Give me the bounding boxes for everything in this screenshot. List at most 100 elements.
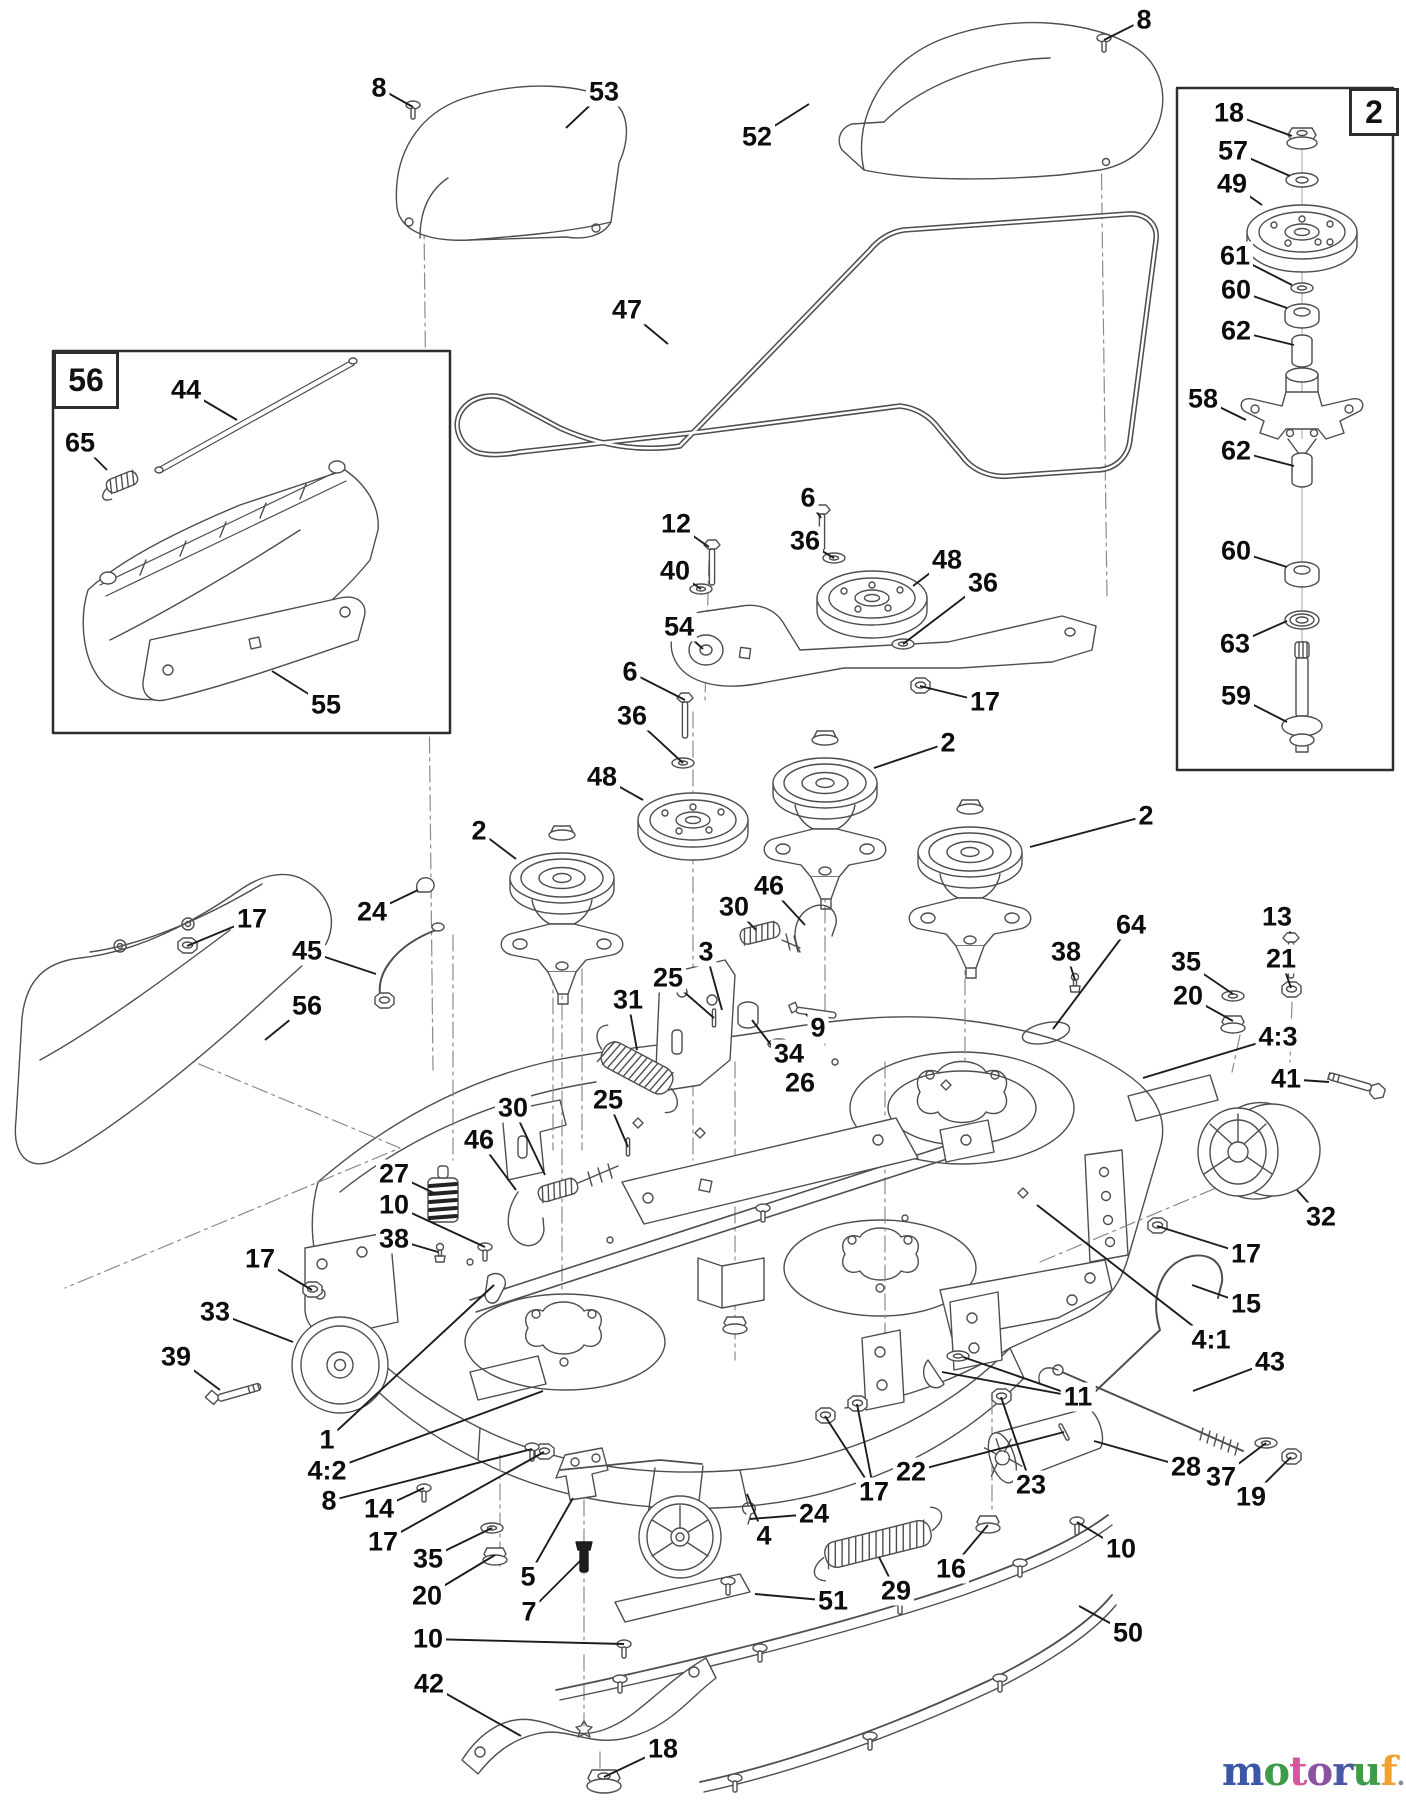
inset-56-label: 56 <box>53 351 119 409</box>
part-callout-60: 60 <box>1217 275 1255 305</box>
part-callout-9: 9 <box>807 1013 829 1043</box>
part-callout-4-3: 4:3 <box>1255 1022 1301 1052</box>
part-callout-51: 51 <box>814 1586 852 1616</box>
damper-and-fittings <box>427 972 1081 1263</box>
watermark-letter: o <box>1263 1748 1290 1795</box>
part-callout-38: 38 <box>1047 937 1085 967</box>
part-callout-10: 10 <box>409 1624 447 1654</box>
idler-bracket-assembly <box>507 904 837 1247</box>
watermark-letter: f <box>1380 1748 1397 1795</box>
part-callout-26: 26 <box>781 1068 819 1098</box>
deck-decal <box>1127 1074 1219 1122</box>
watermark: motoruf.de <box>1222 1748 1406 1795</box>
drive-belt <box>454 211 1159 480</box>
deck-hole-64 <box>1021 1021 1071 1045</box>
part-callout-17: 17 <box>1227 1239 1265 1269</box>
part-callout-24: 24 <box>795 1499 833 1529</box>
part-callout-8: 8 <box>1133 5 1155 35</box>
part-callout-17: 17 <box>241 1244 279 1274</box>
part-callout-17: 17 <box>855 1477 893 1507</box>
part-callout-27: 27 <box>375 1159 413 1189</box>
part-callout-33: 33 <box>196 1297 234 1327</box>
part-callout-2: 2 <box>937 728 959 758</box>
part-callout-54: 54 <box>660 612 698 642</box>
part-callout-22: 22 <box>892 1457 930 1487</box>
part-callout-6: 6 <box>797 483 819 513</box>
part-callout-34: 34 <box>770 1039 808 1069</box>
part-callout-18: 18 <box>644 1734 682 1764</box>
part-callout-23: 23 <box>1012 1470 1050 1500</box>
part-callout-59: 59 <box>1217 681 1255 711</box>
part-callout-41: 41 <box>1267 1064 1305 1094</box>
part-callout-36: 36 <box>786 526 824 556</box>
part-callout-16: 16 <box>932 1554 970 1584</box>
part-callout-14: 14 <box>360 1494 398 1524</box>
part-callout-44: 44 <box>167 375 205 405</box>
part-callout-47: 47 <box>608 295 646 325</box>
watermark-letter: o <box>1306 1748 1334 1795</box>
part-callout-29: 29 <box>877 1576 915 1606</box>
discharge-deflector <box>14 873 445 1165</box>
caster-and-bottom-hardware <box>416 1442 1117 1794</box>
part-callout-58: 58 <box>1184 384 1222 414</box>
watermark-letter: u <box>1352 1748 1381 1795</box>
watermark-letter: t <box>1289 1748 1308 1795</box>
deck-spindle-pockets <box>464 1051 1075 1391</box>
part-callout-50: 50 <box>1109 1618 1147 1648</box>
part-callout-36: 36 <box>613 701 651 731</box>
deck-decal <box>469 1355 547 1401</box>
part-callout-5: 5 <box>517 1562 539 1592</box>
part-callout-53: 53 <box>585 77 623 107</box>
part-callout-28: 28 <box>1167 1452 1205 1482</box>
part-callout-4: 4 <box>753 1521 775 1551</box>
wheel-bracket-right <box>1084 1149 1129 1263</box>
part-callout-17: 17 <box>966 687 1004 717</box>
part-callout-48: 48 <box>928 545 966 575</box>
part-callout-2: 2 <box>1135 801 1157 831</box>
part-callout-1: 1 <box>316 1425 338 1455</box>
part-callout-65: 65 <box>61 428 99 458</box>
part-callout-11: 11 <box>1060 1382 1096 1412</box>
part-callout-31: 31 <box>609 985 647 1015</box>
part-callout-4-1: 4:1 <box>1188 1325 1234 1355</box>
part-callout-3: 3 <box>695 937 717 967</box>
part-callout-17: 17 <box>364 1527 402 1557</box>
part-callout-42: 42 <box>410 1669 448 1699</box>
part-callout-39: 39 <box>157 1342 195 1372</box>
part-callout-17: 17 <box>233 904 271 934</box>
part-callout-35: 35 <box>409 1544 447 1574</box>
part-callout-48: 48 <box>583 762 621 792</box>
part-callout-62: 62 <box>1217 316 1255 346</box>
gauge-wheel-left <box>204 1231 399 1414</box>
part-callout-15: 15 <box>1227 1289 1265 1319</box>
watermark-letter: m <box>1222 1748 1264 1795</box>
inset-box-2 <box>1175 86 1395 772</box>
part-callout-18: 18 <box>1210 98 1248 128</box>
part-callout-4-2: 4:2 <box>304 1456 350 1486</box>
part-callout-24: 24 <box>353 897 391 927</box>
part-callout-52: 52 <box>738 122 776 152</box>
part-callout-40: 40 <box>656 556 694 586</box>
part-callout-32: 32 <box>1302 1202 1340 1232</box>
watermark-suffix: .de <box>1396 1762 1406 1791</box>
part-callout-30: 30 <box>494 1093 532 1123</box>
gauge-wheel-right <box>1147 932 1386 1234</box>
part-callout-8: 8 <box>368 73 390 103</box>
part-callout-36: 36 <box>964 568 1002 598</box>
part-callout-35: 35 <box>1167 947 1205 977</box>
spindle-shaft <box>1281 641 1323 753</box>
part-callout-6: 6 <box>619 657 641 687</box>
part-callout-60: 60 <box>1217 536 1255 566</box>
inset-2-number: 2 <box>1365 93 1383 130</box>
part-callout-25: 25 <box>589 1085 627 1115</box>
part-callout-64: 64 <box>1112 910 1150 940</box>
part-callout-20: 20 <box>408 1581 446 1611</box>
lift-frame <box>469 1117 1003 1411</box>
part-callout-21: 21 <box>1262 944 1300 974</box>
part-callout-19: 19 <box>1232 1482 1270 1512</box>
part-callout-20: 20 <box>1169 981 1207 1011</box>
part-callout-46: 46 <box>460 1125 498 1155</box>
